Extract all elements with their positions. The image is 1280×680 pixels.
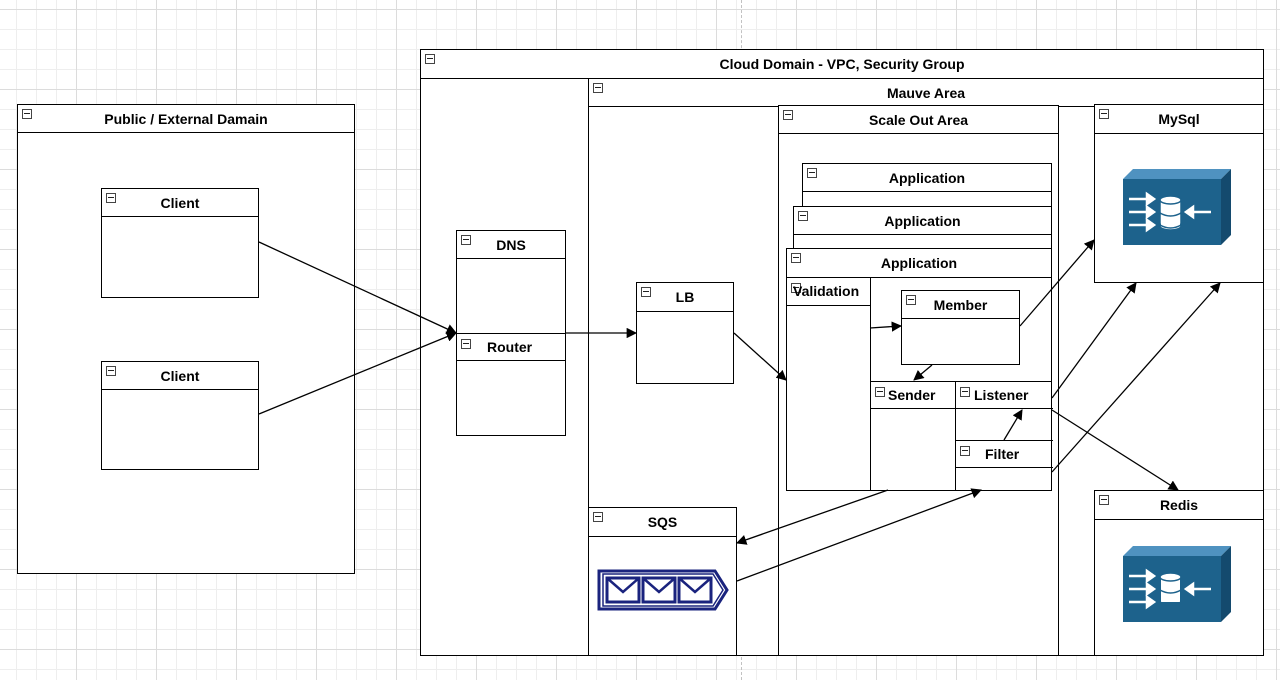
- collapse-icon[interactable]: [798, 211, 808, 221]
- sender-label: Sender: [888, 387, 936, 403]
- edge-member-sender: [913, 364, 933, 381]
- public-domain-title: Public / External Damain: [104, 110, 268, 127]
- collapse-icon[interactable]: [807, 168, 817, 178]
- mysql-box[interactable]: MySql: [1094, 104, 1264, 283]
- redis-box[interactable]: Redis: [1094, 490, 1264, 656]
- sender-header-line: [870, 408, 956, 409]
- application-title: Application: [888, 169, 966, 186]
- dns-title: DNS: [496, 236, 526, 253]
- edge-client2-router: [258, 331, 457, 415]
- edge-sqs-filter: [736, 488, 982, 582]
- mauve-area-title: Mauve Area: [886, 84, 966, 101]
- collapse-icon[interactable]: [783, 110, 793, 120]
- router-divider-bottom: [457, 360, 565, 361]
- sqs-title: SQS: [647, 514, 678, 530]
- listener-header-line: [955, 408, 1053, 409]
- collapse-icon[interactable]: [22, 109, 32, 119]
- sender-top-line: [870, 381, 1052, 382]
- public-domain-container[interactable]: Public / External Damain: [17, 104, 355, 574]
- collapse-icon[interactable]: [106, 366, 116, 376]
- client-2-title: Client: [160, 367, 200, 384]
- collapse-icon[interactable]: [1099, 495, 1109, 505]
- collapse-icon[interactable]: [960, 446, 970, 456]
- edge-filter-mysql: [1051, 282, 1221, 473]
- mysql-title: MySql: [1158, 111, 1200, 127]
- scale-out-title: Scale Out Area: [868, 111, 969, 128]
- edge-listener-mysql: [1051, 282, 1137, 399]
- client-2-box[interactable]: Client: [101, 361, 259, 470]
- queue-icon: [597, 569, 729, 611]
- collapse-icon[interactable]: [875, 387, 885, 397]
- collapse-icon[interactable]: [791, 283, 801, 293]
- member-title: Member: [933, 296, 988, 313]
- edge-member-mysql: [1019, 239, 1095, 327]
- sqs-box[interactable]: SQS: [588, 507, 737, 656]
- collapse-icon[interactable]: [425, 54, 435, 64]
- redis-database-icon: [1123, 546, 1231, 622]
- filter-header-line: [955, 467, 1053, 468]
- router-label: Router: [487, 339, 533, 355]
- collapse-icon[interactable]: [106, 193, 116, 203]
- router-divider-top: [457, 333, 565, 334]
- collapse-icon[interactable]: [593, 83, 603, 93]
- edge-sender-sqs: [736, 489, 889, 545]
- lb-box[interactable]: LB: [636, 282, 734, 384]
- collapse-icon[interactable]: [906, 295, 916, 305]
- listener-label: Listener: [974, 387, 1029, 403]
- validation-label: Validation: [793, 283, 860, 299]
- collapse-icon[interactable]: [461, 235, 471, 245]
- lb-title: LB: [675, 289, 695, 305]
- edge-listener-redis: [1051, 409, 1179, 491]
- edge-lb-application: [733, 332, 787, 381]
- client-1-box[interactable]: Client: [101, 188, 259, 298]
- validation-divider: [870, 277, 871, 382]
- edge-validation-member: [869, 321, 903, 332]
- collapse-icon[interactable]: [791, 253, 801, 263]
- redis-title: Redis: [1159, 497, 1199, 513]
- edge-filter-listener: [1003, 409, 1023, 441]
- mysql-database-icon: [1123, 169, 1231, 245]
- dns-box[interactable]: DNS Router: [456, 230, 566, 436]
- collapse-icon[interactable]: [1099, 109, 1109, 119]
- validation-header-line: [787, 305, 871, 306]
- filter-top-line: [955, 440, 1053, 441]
- application-title: Application: [884, 212, 961, 229]
- application-box-front[interactable]: Application Validation Sender Listener F…: [786, 248, 1053, 491]
- collapse-icon[interactable]: [641, 287, 651, 297]
- mauve-area-container[interactable]: Mauve Area: [588, 78, 1264, 656]
- collapse-icon[interactable]: [960, 387, 970, 397]
- client-1-title: Client: [160, 194, 200, 211]
- sender-left-line: [870, 381, 871, 491]
- collapse-icon[interactable]: [593, 512, 603, 522]
- collapse-icon[interactable]: [461, 339, 471, 349]
- scale-out-area-container[interactable]: Scale Out Area: [778, 105, 1059, 656]
- application-title: Application: [880, 255, 958, 271]
- edge-client1-router: [258, 241, 457, 334]
- cloud-domain-title: Cloud Domain - VPC, Security Group: [719, 56, 965, 72]
- sender-listener-divider: [955, 381, 956, 491]
- member-box[interactable]: Member: [901, 290, 1020, 365]
- filter-label: Filter: [985, 446, 1020, 462]
